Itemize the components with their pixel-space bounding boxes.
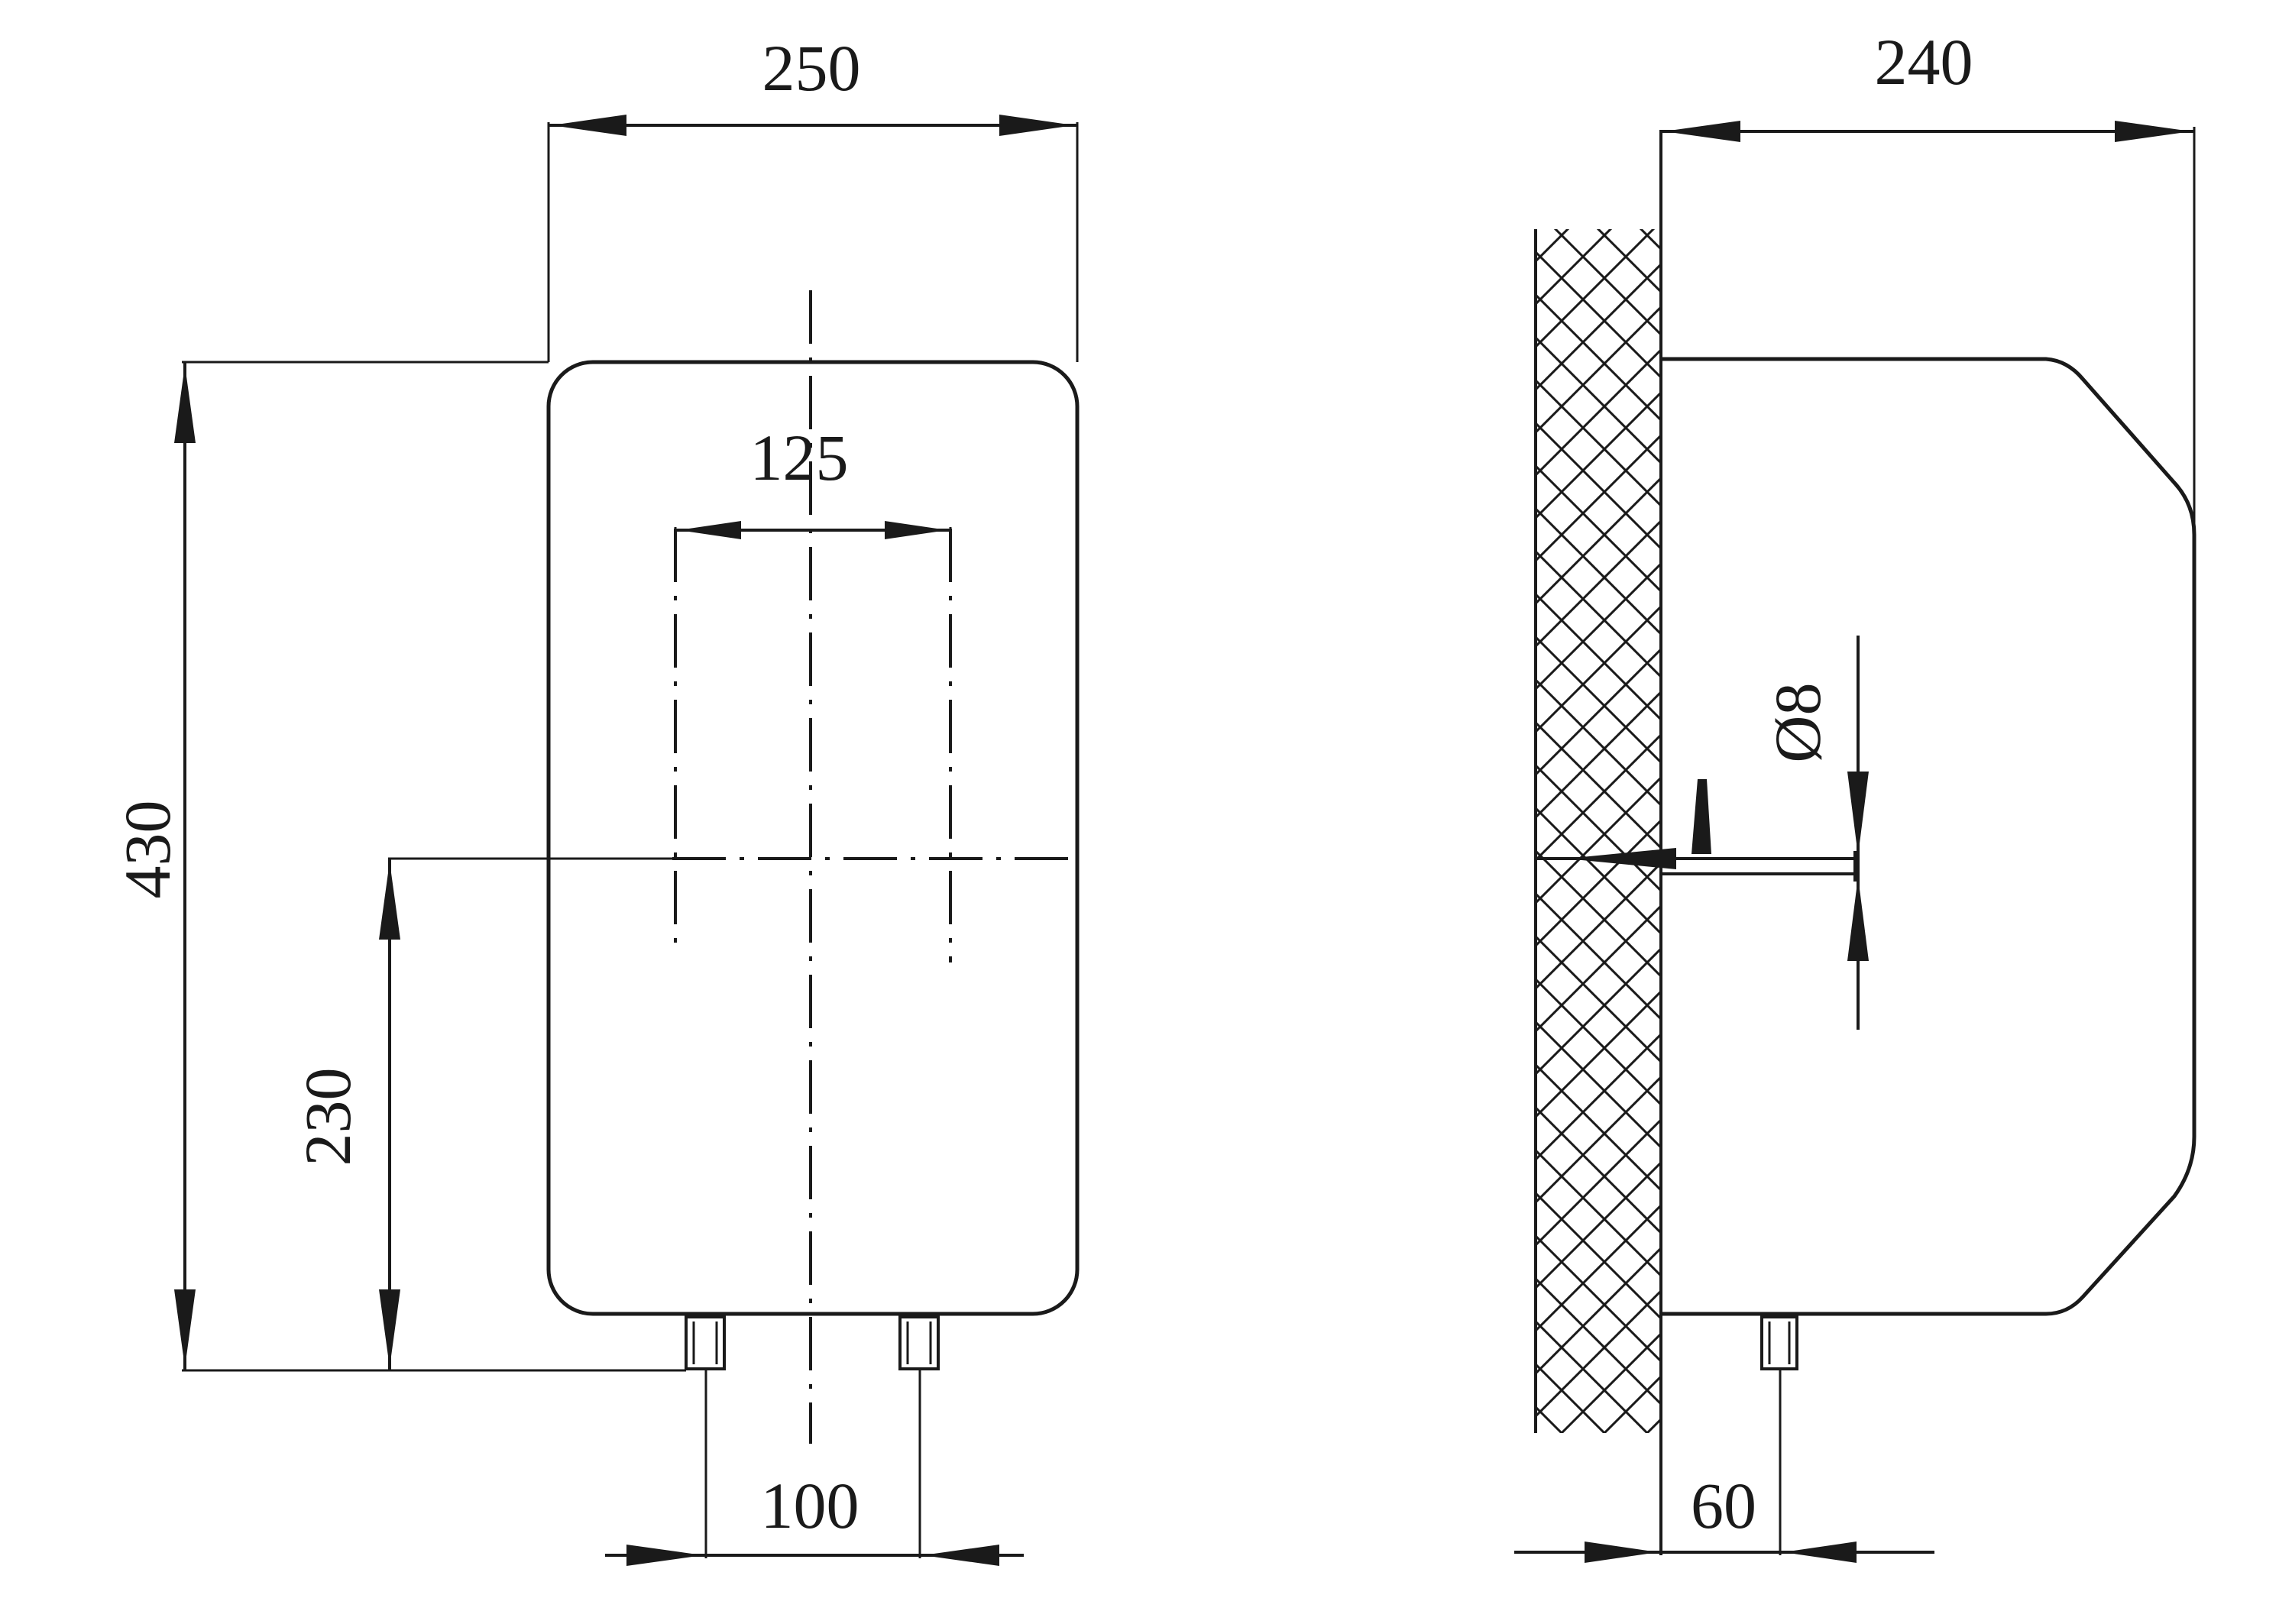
dim-label-bracket-spacing: 125 — [750, 421, 849, 494]
dim-label-pipe-offset: 60 — [1691, 1469, 1756, 1542]
dim-label-mount-height: 230 — [291, 1068, 364, 1166]
dimension-pipe-offset-60: 60 — [1514, 1369, 1934, 1563]
dim-label-height: 430 — [111, 801, 184, 899]
pipe-fitting-left — [685, 1315, 726, 1370]
dim-label-depth: 240 — [1875, 25, 1973, 99]
front-view: 250 430 230 125 — [111, 31, 1080, 1566]
dim-label-pipe-spacing: 100 — [761, 1469, 860, 1542]
dimension-pipe-100: 100 — [605, 1369, 1024, 1566]
dimension-height-430: 430 — [111, 361, 686, 1372]
wall-section — [1536, 229, 1661, 1433]
dimension-mount-height-230: 230 — [291, 857, 675, 1370]
mounting-bolt — [1536, 779, 1857, 882]
dim-label-bolt-diameter: Ø8 — [1761, 682, 1834, 762]
dimension-bolt-diameter: Ø8 — [1761, 636, 1869, 1030]
side-heater-body — [1661, 357, 2196, 1316]
front-heater-body — [546, 360, 1080, 1316]
pipe-fitting-right — [898, 1315, 940, 1370]
dimension-bracket-125: 125 — [674, 421, 952, 581]
side-view: 240 Ø8 60 — [1514, 25, 2196, 1563]
side-pipe-fitting — [1760, 1315, 1798, 1370]
dimension-width-250: 250 — [547, 31, 1079, 362]
dimension-depth-240: 240 — [1661, 25, 2196, 535]
dim-label-width: 250 — [762, 31, 861, 105]
